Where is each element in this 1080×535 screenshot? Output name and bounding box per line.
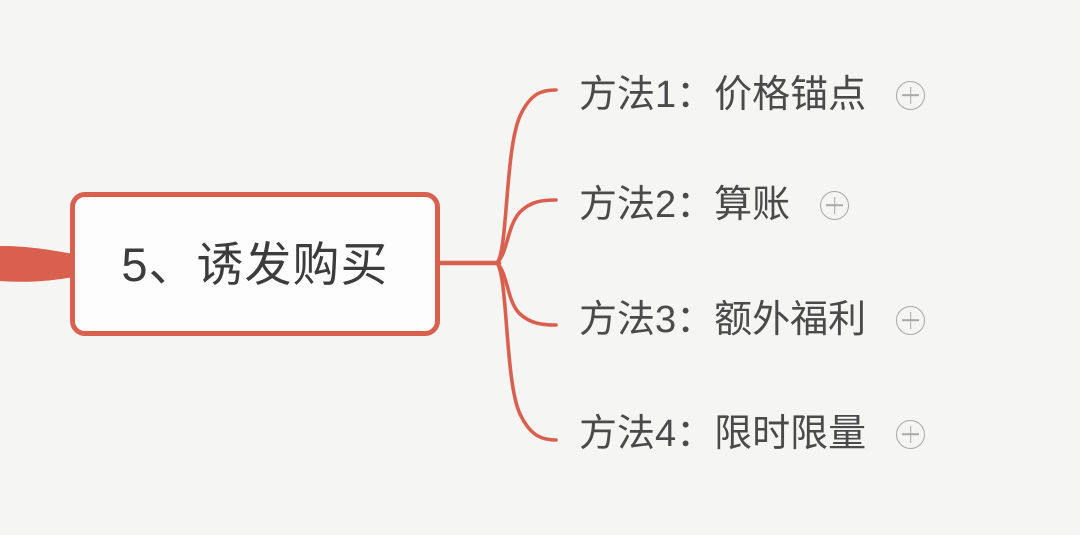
plus-circle-icon[interactable]: [896, 419, 926, 449]
branch-item-4[interactable]: 方法4：限时限量: [579, 404, 926, 464]
central-node[interactable]: 5、诱发购买: [70, 192, 440, 336]
plus-circle-icon[interactable]: [896, 80, 926, 110]
child-connector-3: [495, 261, 558, 327]
plus-circle-icon[interactable]: [896, 305, 926, 335]
parent-connector: [0, 246, 74, 282]
branch-item-2[interactable]: 方法2：算账: [579, 175, 850, 235]
branch-item-1[interactable]: 方法1：价格锚点: [579, 65, 926, 125]
branch-label-2: 方法2：算账: [579, 184, 791, 226]
branch-item-3[interactable]: 方法3：额外福利: [579, 290, 926, 350]
plus-circle-icon[interactable]: [820, 190, 850, 220]
branch-label-1: 方法1：价格锚点: [579, 74, 867, 116]
branch-label-3: 方法3：额外福利: [579, 299, 867, 341]
child-connector-1: [495, 88, 558, 265]
branch-label-4: 方法4：限时限量: [579, 413, 867, 455]
child-connector-4: [495, 261, 558, 442]
central-node-label: 5、诱发购买: [121, 237, 389, 291]
child-connector-2: [495, 198, 558, 265]
